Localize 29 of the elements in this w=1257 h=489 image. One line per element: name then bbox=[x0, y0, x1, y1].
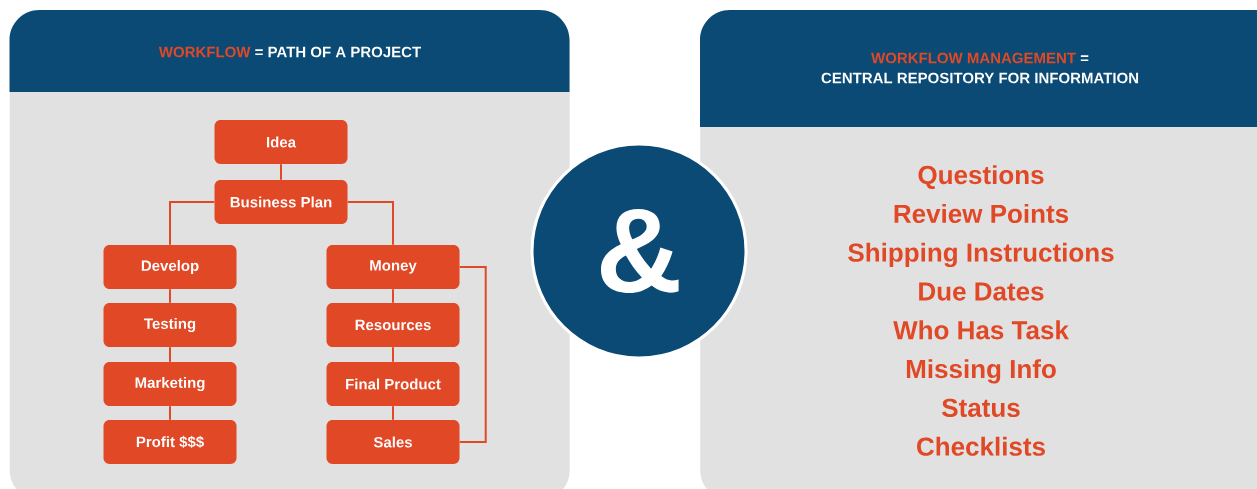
process-box: Profit $$$ bbox=[103, 420, 237, 464]
process-box: Resources bbox=[326, 303, 460, 347]
connector-line bbox=[169, 201, 216, 246]
connector-line bbox=[169, 288, 171, 304]
connector-line bbox=[169, 405, 171, 421]
connector-line bbox=[280, 163, 282, 181]
list-item: Due Dates bbox=[919, 282, 1044, 301]
connector-line bbox=[169, 346, 171, 363]
process-box: Final Product bbox=[326, 362, 460, 406]
process-box: Testing bbox=[103, 303, 237, 347]
list-item: Checklists bbox=[917, 436, 1045, 456]
process-box: Marketing bbox=[103, 362, 237, 406]
list-item: Missing Info bbox=[906, 359, 1056, 384]
process-box: Business Plan bbox=[214, 180, 348, 224]
connector-line bbox=[458, 266, 487, 443]
process-box: Develop bbox=[103, 245, 237, 289]
list-item: Review Points bbox=[894, 203, 1069, 224]
list-item: Who Has Task bbox=[893, 320, 1069, 340]
list-item: Questions bbox=[918, 165, 1044, 190]
connector-line bbox=[392, 288, 394, 304]
list-item: Shipping Instructions bbox=[848, 242, 1114, 268]
process-box: Sales bbox=[326, 420, 460, 464]
process-box: Idea bbox=[214, 120, 348, 164]
connector-line bbox=[392, 405, 394, 421]
panel: WORKFLOW MANAGEMENT = CENTRAL REPOSITORY FOR INFORMATION Questions Review Points Shipping Instructions Due Dates Who Has Task Missing Info Status Checklists bbox=[700, 10, 1257, 489]
connector-line bbox=[346, 201, 394, 246]
list-item: Status bbox=[942, 398, 1020, 418]
connector-line bbox=[392, 346, 394, 363]
process-box: Money bbox=[326, 245, 460, 289]
